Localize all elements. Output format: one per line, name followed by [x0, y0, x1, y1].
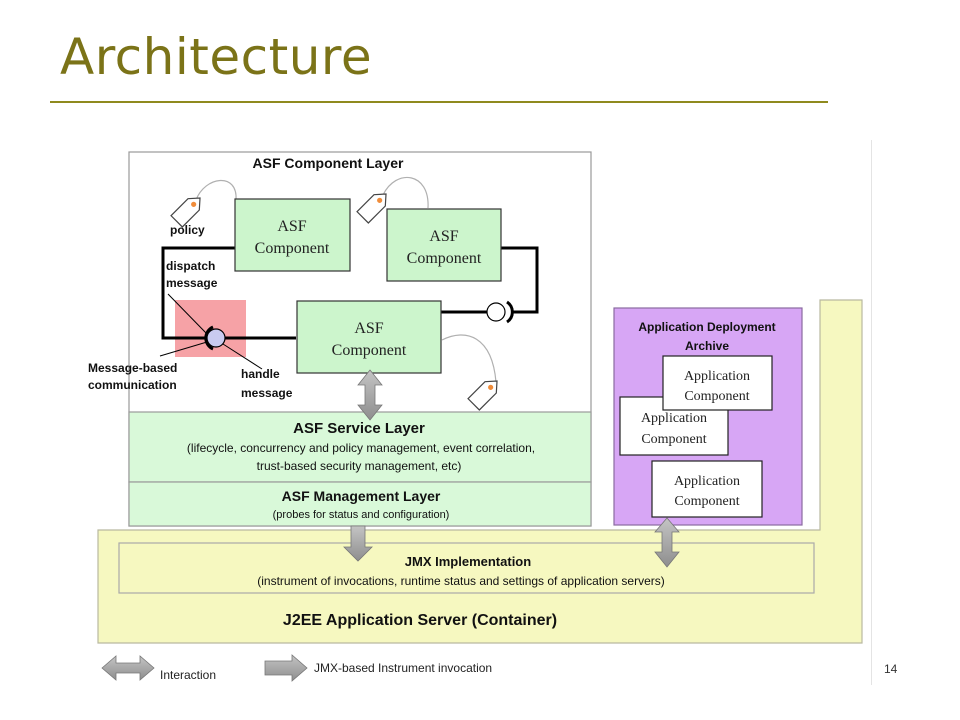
pointer-line [222, 343, 263, 370]
policy-link [441, 334, 497, 383]
management-layer-title: ASF Management Layer [282, 488, 441, 504]
communication-label: communication [88, 378, 177, 392]
app-component-label: Component [674, 494, 739, 509]
pointer-line [159, 341, 208, 357]
archive-title-1: Application Deployment [638, 320, 775, 334]
jmx-box [118, 542, 815, 594]
socket [506, 300, 514, 324]
handle-label: message [241, 386, 293, 400]
asf-component-label: ASF [277, 218, 306, 235]
service-layer-desc-2: trust-based security management, etc) [257, 459, 462, 473]
service-layer-title: ASF Service Layer [293, 420, 425, 437]
policy-tag-icon [467, 380, 498, 411]
app-component-label: Application [684, 369, 750, 384]
page-number: 14 [884, 662, 898, 676]
legend-interaction-label: Interaction [160, 668, 216, 682]
port-circle [206, 328, 226, 348]
legend-jmx-invocation-icon [264, 654, 308, 682]
interaction-arrow-icon [357, 369, 383, 421]
policy-tag-icon [356, 193, 387, 224]
management-layer-box [128, 481, 592, 527]
communication-label: Message-based [88, 361, 177, 375]
pointer-line [167, 293, 208, 335]
component-layer-title: ASF Component Layer [253, 155, 404, 171]
asf-component-box [234, 198, 351, 272]
asf-component-label: ASF [354, 320, 383, 337]
handle-label: handle [241, 367, 280, 381]
asf-component-label: ASF [429, 228, 458, 245]
socket [204, 325, 214, 351]
app-component-box [662, 355, 773, 411]
dispatch-label: dispatch [166, 259, 215, 273]
interaction-arrow-icon [654, 517, 680, 568]
slide-title: Architecture [60, 28, 373, 86]
legend-jmx-invocation-label: JMX-based Instrument invocation [314, 661, 492, 675]
app-component-label: Component [684, 389, 749, 404]
container-title: J2EE Application Server (Container) [283, 612, 557, 629]
legend-interaction-icon [101, 655, 155, 681]
message-bus [441, 246, 539, 314]
title-rule [50, 101, 828, 103]
service-layer-box [128, 411, 592, 483]
jmx-desc: (instrument of invocations, runtime stat… [257, 574, 665, 588]
jmx-title: JMX Implementation [405, 554, 531, 569]
dispatch-label: message [166, 276, 218, 290]
asf-component-label: Component [407, 250, 482, 267]
policy-link [195, 179, 237, 201]
message-bus [161, 246, 296, 340]
service-layer-desc-1: (lifecycle, concurrency and policy manag… [187, 441, 535, 455]
policy-tag-icon [170, 197, 201, 228]
app-component-label: Application [641, 411, 707, 426]
app-component-label: Component [641, 432, 706, 447]
policy-label: policy [170, 223, 205, 237]
port-circle [486, 302, 506, 322]
app-component-label: Application [674, 474, 740, 489]
asf-component-box [296, 300, 442, 374]
policy-link [382, 176, 429, 209]
asf-component-box [386, 208, 502, 282]
figure-edge [871, 140, 872, 685]
jmx-invocation-arrow-icon [343, 525, 373, 562]
archive-title-2: Archive [685, 339, 729, 353]
asf-component-label: Component [255, 240, 330, 257]
asf-component-label: Component [332, 342, 407, 359]
app-component-box [651, 460, 763, 518]
management-layer-desc: (probes for status and configuration) [273, 509, 450, 521]
